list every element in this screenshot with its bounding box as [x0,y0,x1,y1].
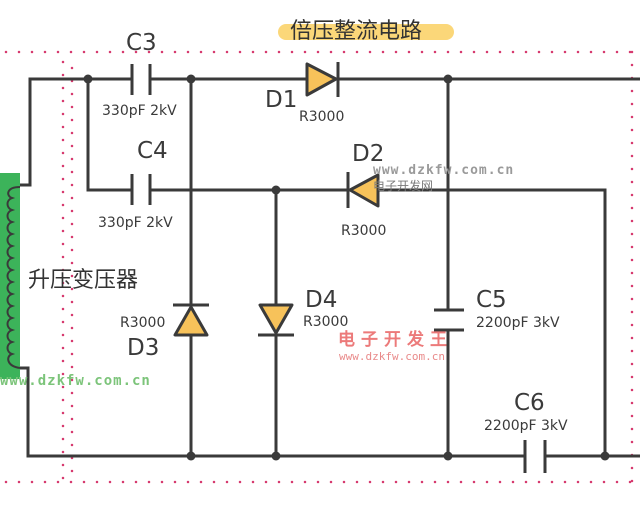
watermark-url: www.dzkfw.com.cn [373,163,514,178]
transformer-coil-icon [6,186,21,369]
watermark-brand: 电子开发王 [338,329,453,350]
diode-d4-icon [258,303,294,337]
diode-d2-icon [346,172,380,208]
watermark-site-name: 电子开发网 [373,178,433,193]
watermark-url-small: www.dzkfw.com.cn [339,350,445,363]
junction-dot [186,74,196,84]
c5-value: 2200pF 3kV [476,315,560,331]
transformer-core [0,173,20,379]
c4-value: 330pF 2kV [98,215,173,231]
transformer-label: 升压变压器 [28,268,138,293]
d4-value: R3000 [303,314,348,330]
c4-label: C4 [137,138,168,164]
d3-label: D3 [127,335,159,361]
capacitor-c6-icon [523,440,547,473]
d1-label: D1 [265,87,297,113]
junction-dot [271,185,281,195]
d1-value: R3000 [299,109,344,125]
d4-label: D4 [305,287,337,313]
junction-dots [83,74,610,461]
diode-d3-icon [173,303,209,337]
d2-label: D2 [352,141,384,167]
c3-label: C3 [126,30,157,56]
d3-value: R3000 [120,315,165,331]
dotted-border [4,50,634,484]
diode-d1-icon [305,62,340,97]
c6-label: C6 [514,390,545,416]
junction-dot [271,451,281,461]
c6-value: 2200pF 3kV [484,418,568,434]
d2-value: R3000 [341,223,386,239]
capacitor-c5-icon [434,308,464,332]
diagram-title: 倍压整流电路 [290,19,422,44]
c5-label: C5 [476,287,507,313]
junction-dot [443,74,453,84]
junction-dot [443,451,453,461]
capacitor-c3-icon [130,64,152,95]
junction-dot [600,451,610,461]
junction-dot [83,74,93,84]
title-highlight [278,24,454,40]
junction-dot [186,451,196,461]
c3-value: 330pF 2kV [102,103,177,119]
watermark-url-left: www.dzkfw.com.cn [0,373,151,389]
capacitor-c4-icon [130,174,152,205]
